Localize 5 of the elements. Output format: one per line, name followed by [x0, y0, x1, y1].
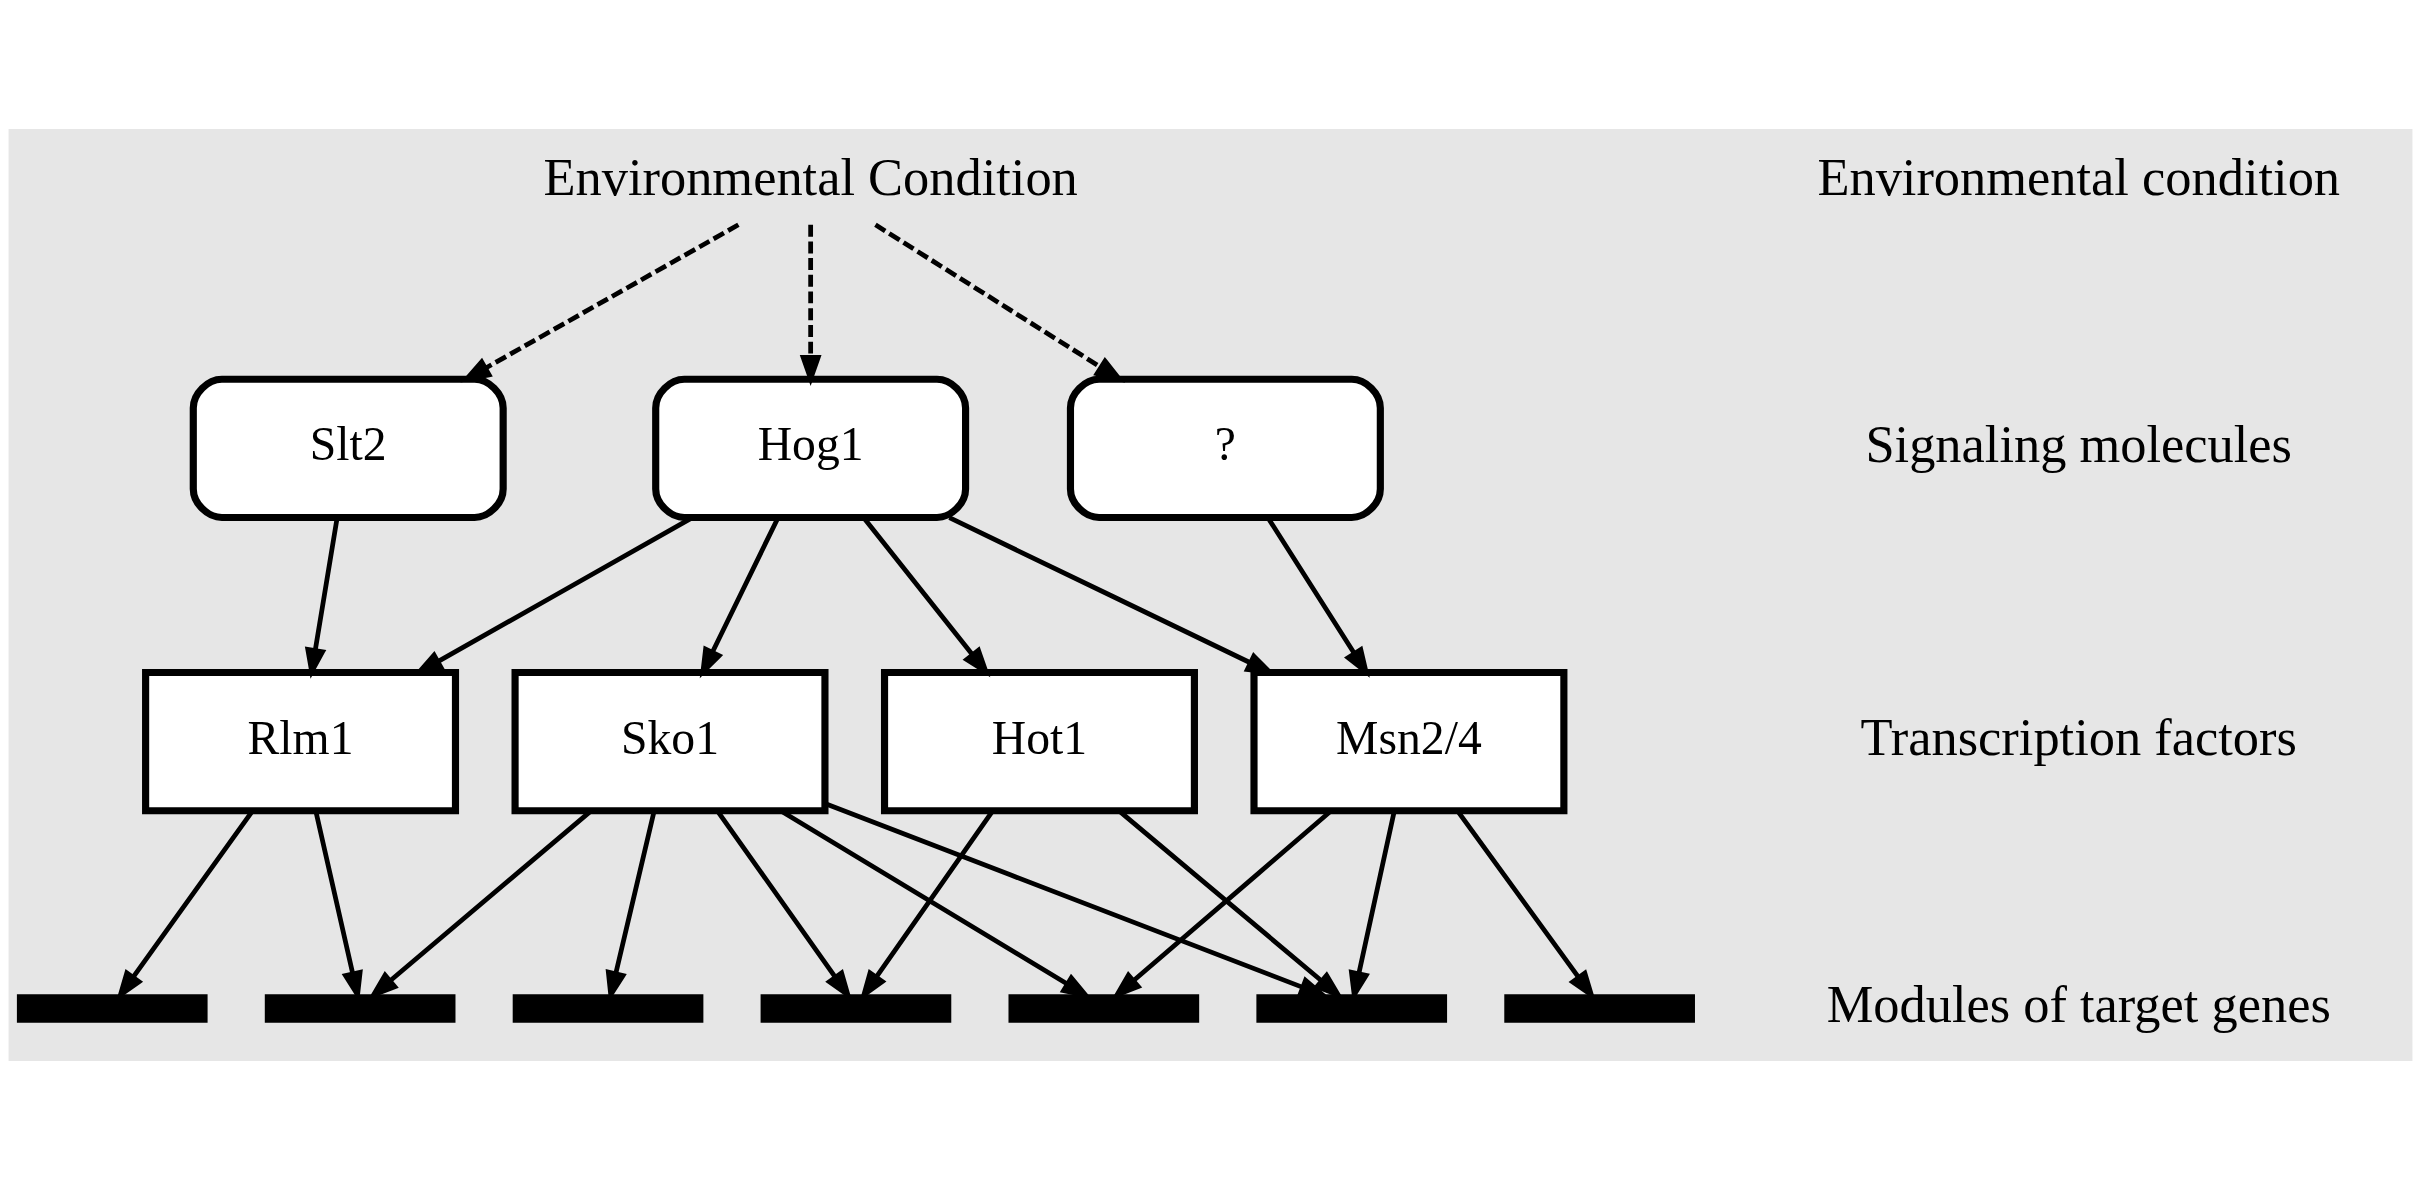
node-text: Environmental Condition [543, 147, 1078, 206]
label: Modules of target genes [1826, 974, 2331, 1033]
label: Transcription factors [1860, 707, 2297, 766]
label: Signaling molecules [1865, 414, 2293, 473]
label: Environmental condition [1817, 147, 2341, 206]
